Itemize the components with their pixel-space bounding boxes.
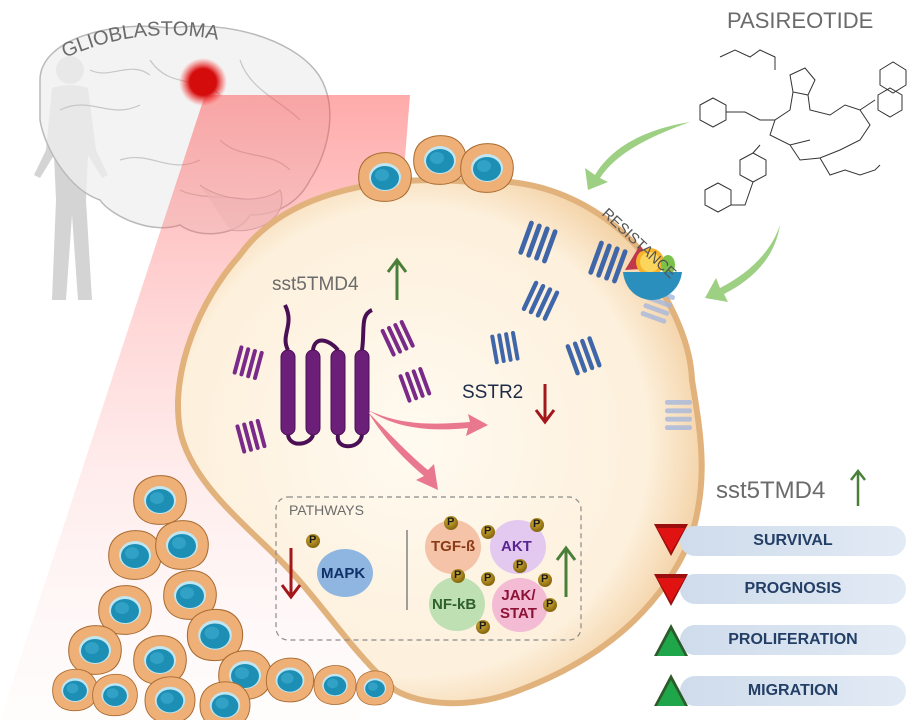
pathways-down-arrow-icon bbox=[280, 548, 302, 600]
sstr2-label: SSTR2 bbox=[462, 382, 524, 403]
fruit-bowl-icon bbox=[623, 245, 682, 300]
outcome-prognosis: PROGNOSIS bbox=[680, 574, 906, 604]
phospho-p-label: P bbox=[447, 516, 455, 528]
phospho-p-label: P bbox=[533, 518, 541, 530]
sst5tmd4-up-arrow-icon bbox=[386, 257, 408, 300]
phospho-p-label: P bbox=[484, 525, 492, 537]
outcome-trend-icons bbox=[654, 524, 688, 706]
pathway-node-akt bbox=[490, 520, 546, 574]
up-triangle-icon bbox=[654, 624, 688, 656]
phospho-p-label: P bbox=[479, 620, 487, 632]
sstr2-down-arrow-icon bbox=[534, 384, 556, 425]
pasireotide-arrows bbox=[585, 122, 780, 302]
pathways-up-arrow-icon bbox=[555, 545, 577, 597]
outcomes-header-label: sst5TMD4 bbox=[716, 477, 826, 504]
pasireotide-structure bbox=[699, 49, 907, 213]
pathway-label-mapk: MAPK bbox=[321, 565, 366, 582]
sst5tmd4-effect-arrows bbox=[368, 410, 488, 490]
pathways-box bbox=[275, 496, 582, 641]
pathway-label-akt: AKT bbox=[501, 538, 532, 555]
outcome-proliferation: PROLIFERATION bbox=[680, 625, 906, 655]
sst5tmd4-receptor-icon bbox=[280, 304, 374, 449]
pasireotide-title: PASIREOTIDE bbox=[727, 8, 874, 33]
outcomes-up-arrow-icon bbox=[850, 468, 866, 506]
tumor-icon bbox=[179, 58, 227, 106]
outcome-migration: MIGRATION bbox=[680, 676, 906, 706]
phospho-p-label: P bbox=[309, 534, 317, 546]
pathways-title: PATHWAYS bbox=[289, 502, 364, 518]
pathway-label-nfkb: NF-kB bbox=[432, 596, 477, 613]
outcome-survival: SURVIVAL bbox=[680, 526, 906, 556]
up-triangle-icon bbox=[654, 674, 688, 706]
down-triangle-icon bbox=[654, 574, 688, 606]
phospho-markers bbox=[306, 516, 557, 634]
pathway-label-tgfb: TGF-ß bbox=[431, 538, 476, 555]
phospho-p-label: P bbox=[454, 569, 462, 581]
pathway-node-tgfb bbox=[425, 520, 481, 574]
pathway-node-nfkb bbox=[429, 577, 485, 631]
phospho-p-label: P bbox=[484, 572, 492, 584]
pathway-label-jakstat: JAK/ STAT bbox=[500, 587, 537, 622]
sst5tmd4-cell-label: sst5TMD4 bbox=[272, 274, 359, 295]
phospho-p-label: P bbox=[541, 573, 549, 585]
tumor-cell bbox=[175, 177, 705, 707]
pathway-node-jakstat bbox=[492, 578, 548, 632]
pathway-node-mapk bbox=[317, 549, 373, 597]
phospho-p-label: P bbox=[516, 559, 524, 571]
phospho-p-label: P bbox=[546, 598, 554, 610]
down-triangle-icon bbox=[654, 524, 688, 556]
